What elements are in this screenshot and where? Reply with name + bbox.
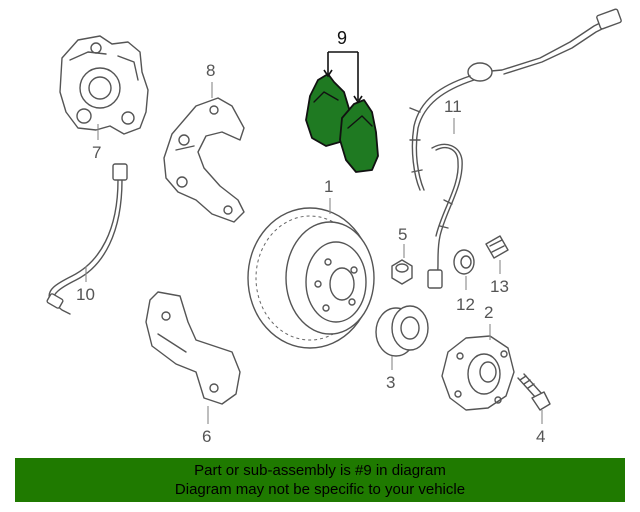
callout-6: 6 (202, 427, 211, 446)
abs-sensor-part-11[interactable] (409, 8, 622, 289)
wheel-hub-part-2[interactable] (441, 335, 515, 411)
callout-9: 9 (337, 28, 347, 48)
sensor-clip-part-13[interactable] (485, 235, 509, 259)
callout-10: 10 (76, 285, 95, 304)
info-banner: Part or sub-assembly is #9 in diagram Di… (15, 458, 625, 502)
callout-13: 13 (490, 277, 509, 296)
callout-8: 8 (206, 61, 215, 80)
callout-9-leader (323, 51, 363, 104)
caliper-bracket-part-8[interactable] (163, 97, 245, 223)
callout-3: 3 (386, 373, 395, 392)
splash-shield-part-6[interactable] (145, 291, 241, 405)
callout-5: 5 (398, 225, 407, 244)
callout-1: 1 (324, 177, 333, 196)
exploded-parts-diagram: 7 8 9 (46, 8, 622, 446)
callout-2: 2 (484, 303, 493, 322)
brake-pads-part-9[interactable] (305, 73, 379, 173)
callout-7: 7 (92, 143, 101, 162)
seal-part-12[interactable] (453, 249, 475, 275)
banner-line-part-number: Part or sub-assembly is #9 in diagram (194, 462, 446, 479)
bolt-part-4[interactable] (517, 373, 551, 411)
wheel-bearing-part-3[interactable] (375, 305, 429, 357)
callout-12: 12 (456, 295, 475, 314)
nut-part-5[interactable] (391, 259, 413, 285)
callout-11: 11 (444, 97, 462, 116)
caliper-part-7[interactable] (59, 35, 149, 135)
banner-line-disclaimer: Diagram may not be specific to your vehi… (174, 481, 466, 498)
brake-rotor-part-1[interactable] (247, 207, 375, 349)
callout-4: 4 (536, 427, 545, 446)
